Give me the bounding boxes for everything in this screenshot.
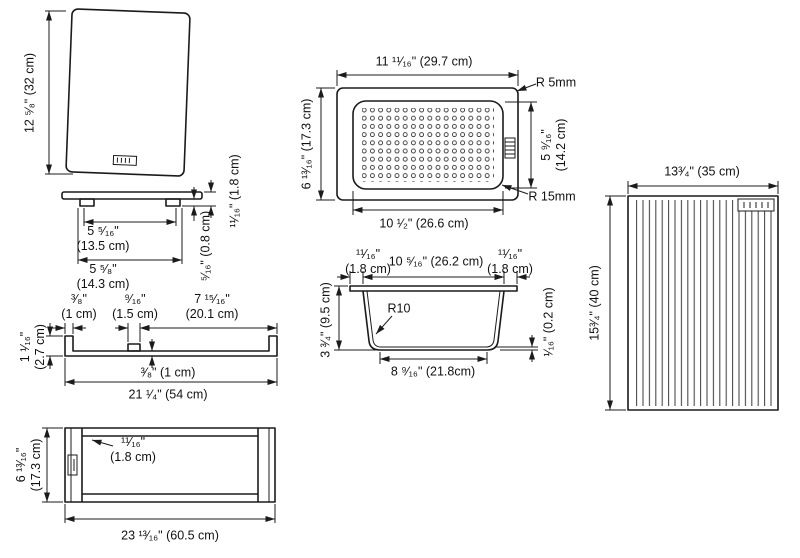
dim-board-feet-span-inner: 5 ⁵⁄₁₆" (13.5 cm) <box>76 224 130 253</box>
dim-mat-width: 13³⁄₄" (35 cm) <box>664 164 740 179</box>
dim-colander-corner-radius-outer: R 5mm <box>535 75 577 90</box>
rail-profile-view <box>46 323 278 386</box>
brand-logo-mat <box>737 198 775 212</box>
dim-colander-inner-width: 10 ¹⁄₂" (26.6 cm) <box>379 216 469 231</box>
dim-colander-corner-radius-inner: R 15mm <box>528 189 576 204</box>
dim-rail-step: ⁹⁄₁₆" (1.5 cm) <box>112 292 158 321</box>
dim-rail-left-lip: ³⁄₈" (1 cm) <box>61 292 97 321</box>
dim-colander-depth: 3 ³⁄₄" (9.5 cm) <box>318 282 333 358</box>
brand-logo-frame <box>67 454 78 476</box>
mat-rib-pattern <box>632 200 774 406</box>
dim-colander-bottom-width: 8 ⁹⁄₁₆" (21.8cm) <box>390 364 476 379</box>
dim-rail-overall-width: 21 ¹⁄₄" (54 cm) <box>128 387 208 402</box>
dim-colander-top-inner-width: 10 ⁵⁄₁₆" (26.2 cm) <box>388 254 484 269</box>
dim-colander-outer-height: 6 ¹³⁄₁₆" (17.3 cm) <box>299 98 314 190</box>
frame-top-view <box>42 427 276 523</box>
dim-board-height: 12 ⁵⁄₈" (32 cm) <box>22 52 37 134</box>
dim-colander-rim-right: ¹¹⁄₁₆" (1.8 cm) <box>487 247 533 276</box>
roller-mat-view <box>605 181 779 411</box>
dim-frame-height: 6 ¹³⁄₁₆" (17.3 cm) <box>14 438 43 492</box>
colander-top-view <box>316 70 537 215</box>
dim-frame-rail-width: ¹¹⁄₁₆" (1.8 cm) <box>110 435 156 464</box>
dim-rail-height: 1 ¹⁄₁₆" (2.7 cm) <box>18 324 47 370</box>
dim-colander-rim-left: ¹¹⁄₁₆" (1.8 cm) <box>345 247 391 276</box>
cutting-board-side-view <box>61 180 216 264</box>
dim-mat-height: 15³⁄₄" (40 cm) <box>587 265 602 341</box>
dim-board-feet-span-outer: 5 ⁵⁄₈" (14.3 cm) <box>76 262 130 291</box>
perforation-pattern <box>362 108 494 182</box>
dim-colander-outer-width: 11 ¹¹⁄₁₆" (29.7 cm) <box>375 54 473 69</box>
dim-board-foot-height: ⁵⁄₁₆" (0.8 cm) <box>198 210 213 282</box>
brand-logo-board <box>112 154 138 166</box>
dim-colander-inner-height: 5 ⁹⁄₁₆" (14.2 cm) <box>539 118 568 172</box>
dim-colander-wall-thickness: ¹⁄₁₆" (0.2 cm) <box>541 287 556 357</box>
dim-colander-bottom-radius: R10 <box>387 301 411 316</box>
cutting-board-top-view <box>45 8 191 177</box>
dim-rail-thickness: ³⁄₈" (1 cm) <box>140 365 196 380</box>
dim-board-side-overall-height: ¹¹⁄₁₆" (1.8 cm) <box>227 154 242 228</box>
dim-rail-right-span: 7 ¹⁵⁄₁₆" (20.1 cm) <box>185 292 239 321</box>
colander-handle <box>504 137 516 159</box>
cutting-board-outline <box>65 8 191 177</box>
colander-side-view <box>334 271 538 364</box>
dim-frame-overall-width: 23 ¹³⁄₁₆" (60.5 cm) <box>121 528 219 543</box>
